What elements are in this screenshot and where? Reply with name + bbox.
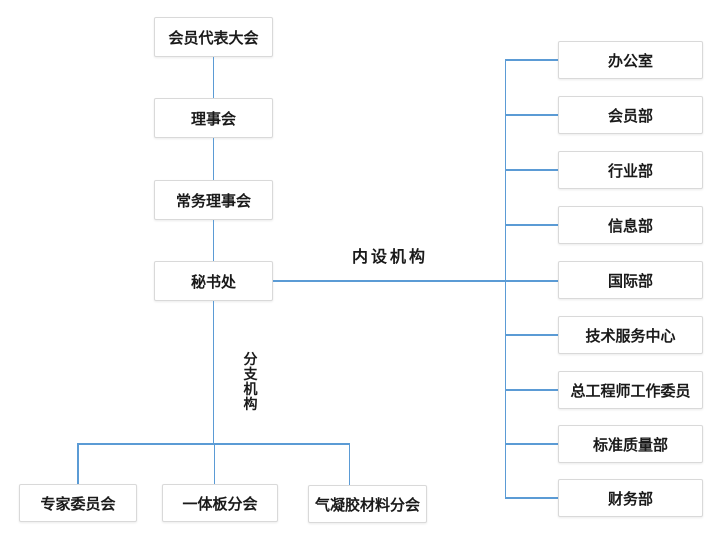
internal-orgs-label: 内设机构 [352, 249, 429, 266]
connector-line [505, 114, 558, 116]
node-label: 技术服务中心 [585, 327, 676, 345]
branch-orgs-label: 分支机构 [243, 351, 258, 412]
node-label: 信息部 [607, 217, 653, 235]
connector-line [212, 301, 215, 443]
node-tech-service-center: 技术服务中心 [558, 316, 703, 354]
connector-line [505, 334, 558, 336]
node-standing-council: 常务理事会 [154, 180, 273, 220]
connector-line [505, 389, 558, 391]
node-label: 办公室 [607, 52, 653, 70]
node-label: 一体板分会 [182, 495, 258, 513]
node-label: 秘书处 [190, 273, 236, 291]
node-chief-engineer-committee: 总工程师工作委员 [558, 371, 703, 409]
node-label: 会员部 [607, 107, 653, 125]
connector-line [505, 497, 558, 499]
node-finance-dept: 财务部 [558, 479, 703, 517]
node-industry-dept: 行业部 [558, 151, 703, 189]
connector-line [504, 60, 506, 498]
node-membership-dept: 会员部 [558, 96, 703, 134]
node-standards-quality-dept: 标准质量部 [558, 425, 703, 463]
connector-line [212, 57, 215, 98]
node-secretariat: 秘书处 [154, 261, 273, 301]
node-label: 常务理事会 [175, 192, 251, 210]
connector-line [348, 443, 350, 485]
node-aerogel-materials-branch: 气凝胶材料分会 [308, 485, 427, 523]
node-label: 财务部 [607, 490, 653, 508]
node-label: 专家委员会 [40, 495, 116, 513]
node-label: 国际部 [607, 272, 653, 290]
connector-line [273, 280, 558, 282]
node-expert-committee: 专家委员会 [19, 484, 137, 522]
node-label: 总工程师工作委员 [570, 382, 691, 400]
node-label: 会员代表大会 [168, 29, 259, 47]
node-label: 理事会 [190, 110, 236, 128]
connector-line [212, 220, 215, 261]
node-council: 理事会 [154, 98, 273, 138]
connector-line [505, 224, 558, 226]
node-office: 办公室 [558, 41, 703, 79]
connector-line [505, 169, 558, 171]
node-label: 气凝胶材料分会 [314, 496, 420, 514]
connector-line [212, 138, 215, 180]
node-member-congress: 会员代表大会 [154, 17, 273, 57]
connector-line [77, 443, 79, 484]
node-information-dept: 信息部 [558, 206, 703, 244]
connector-line [505, 59, 558, 61]
node-international-dept: 国际部 [558, 261, 703, 299]
node-label: 行业部 [607, 162, 653, 180]
node-label: 标准质量部 [592, 436, 668, 454]
node-integrated-panel-branch: 一体板分会 [162, 484, 278, 522]
connector-line [505, 443, 558, 445]
connector-line [213, 443, 215, 484]
